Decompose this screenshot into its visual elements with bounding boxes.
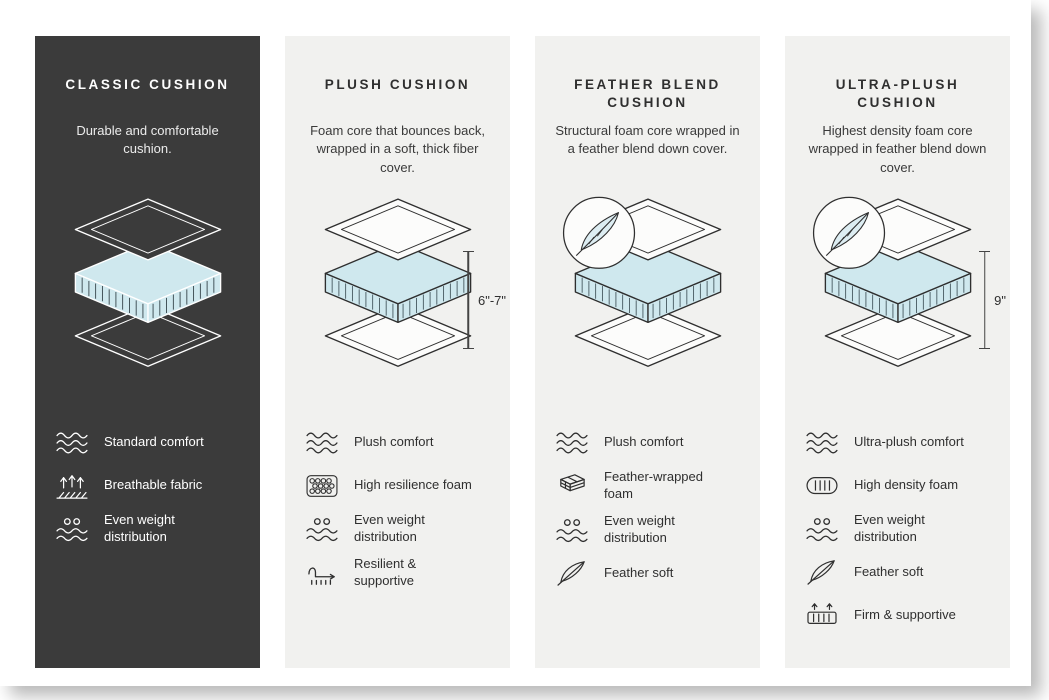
panel-description: Foam core that bounces back, wrapped in … [310,123,485,175]
panel-plush-cushion: PLUSH CUSHION Foam core that bounces bac… [285,36,510,668]
feature-label: High resilience foam [354,477,472,493]
panel-title: PLUSH CUSHION [324,77,471,92]
even-weight-icon [553,516,591,544]
feature-list: Standard comfort Breathable fabric Even … [51,426,244,546]
layered-cushion-illustration [562,196,721,367]
feature-label: Even weight distribution [604,512,675,545]
panel-description: Durable and comfortable cushion. [76,123,219,157]
feature-label: Even weight distribution [104,512,175,544]
feature-row: Standard comfort [53,426,242,459]
height-measurement: 6"-7" [462,251,506,349]
feature-row: Plush comfort [303,426,492,459]
feature-label: Breathable fabric [104,477,203,493]
feature-label: Standard comfort [104,434,204,450]
feature-row: Even weight distribution [53,512,242,546]
feature-label: Ultra-plush comfort [854,434,964,450]
feature-row: Breathable fabric [53,469,242,502]
feature-list: Plush comfort High resilience foam Even … [301,426,494,590]
panel-ultra-plush-cushion: ULTRA-PLUSH CUSHION Highest density foam… [785,36,1010,668]
wave-icon [803,429,841,457]
feather-badge-icon [562,196,635,269]
feather-icon [553,559,591,587]
wave-icon [303,429,341,457]
feature-row: Feather soft [803,556,992,589]
feather-badge-icon [812,196,885,269]
measurement-bracket [979,251,991,349]
wave-icon [53,429,91,457]
feature-row: Even weight distribution [553,513,742,547]
even-weight-icon [303,515,341,543]
firm-icon [803,601,841,629]
measurement-bracket [462,251,474,349]
panel-classic-cushion: CLASSIC CUSHION Durable and comfortable … [35,36,260,668]
even-weight-icon [803,515,841,543]
cushion-panels: CLASSIC CUSHION Durable and comfortable … [0,0,1031,668]
feather-icon [803,558,841,586]
feature-label: Plush comfort [354,434,434,450]
even-weight-icon [53,515,91,543]
feature-row: Firm & supportive [803,599,992,632]
layered-cushion-illustration [812,196,971,367]
feature-label: Firm & supportive [854,606,956,622]
feature-label: Even weight distribution [354,512,425,544]
wave-icon [553,429,591,457]
feature-row: Plush comfort [553,426,742,459]
panel-description: Structural foam core wrapped in a feathe… [555,123,740,157]
feature-label: Feather-wrapped foam [604,469,703,501]
cushion-illustration-area [551,194,744,406]
brick-foam-icon [553,472,591,500]
feature-label: High density foam [854,477,959,493]
feature-row: Even weight distribution [803,512,992,546]
feature-label: Resilient & supportive [354,555,417,588]
panel-feather-blend-cushion: FEATHER BLEND CUSHION Structural foam co… [535,36,760,668]
feature-row: Feather-wrapped foam [553,469,742,503]
feature-label: Feather soft [604,564,674,580]
feature-list: Ultra-plush comfort High density foam Ev… [801,426,994,632]
panel-title: CLASSIC CUSHION [65,77,230,92]
feature-row: Resilient & supportive [303,556,492,590]
resilient-icon [303,559,341,587]
measurement-label: 6"-7" [477,292,506,308]
feature-row: Ultra-plush comfort [803,426,992,459]
cushion-illustration-area [51,194,244,406]
feature-label: Feather soft [854,563,924,579]
cushion-illustration-area: 9" [801,194,1006,406]
height-measurement: 9" [979,251,1006,349]
feature-label: Plush comfort [604,434,684,450]
density-foam-icon [803,472,841,500]
breathable-icon [53,472,91,500]
cushion-illustration-area: 6"-7" [301,194,506,406]
infographic-sheet: CLASSIC CUSHION Durable and comfortable … [0,0,1031,686]
layered-cushion-illustration [74,198,221,367]
feature-list: Plush comfort Feather-wrapped foam Even … [551,426,744,590]
feature-row: High resilience foam [303,469,492,502]
panel-title: ULTRA-PLUSH CUSHION [835,77,960,110]
feature-label: Even weight distribution [854,512,925,544]
panel-title: FEATHER BLEND CUSHION [574,77,721,110]
feature-row: High density foam [803,469,992,502]
panel-description: Highest density foam core wrapped in fea… [808,123,987,175]
foam-bubbles-icon [303,472,341,500]
feature-row: Feather soft [553,557,742,590]
feature-row: Even weight distribution [303,512,492,546]
measurement-label: 9" [994,292,1006,308]
